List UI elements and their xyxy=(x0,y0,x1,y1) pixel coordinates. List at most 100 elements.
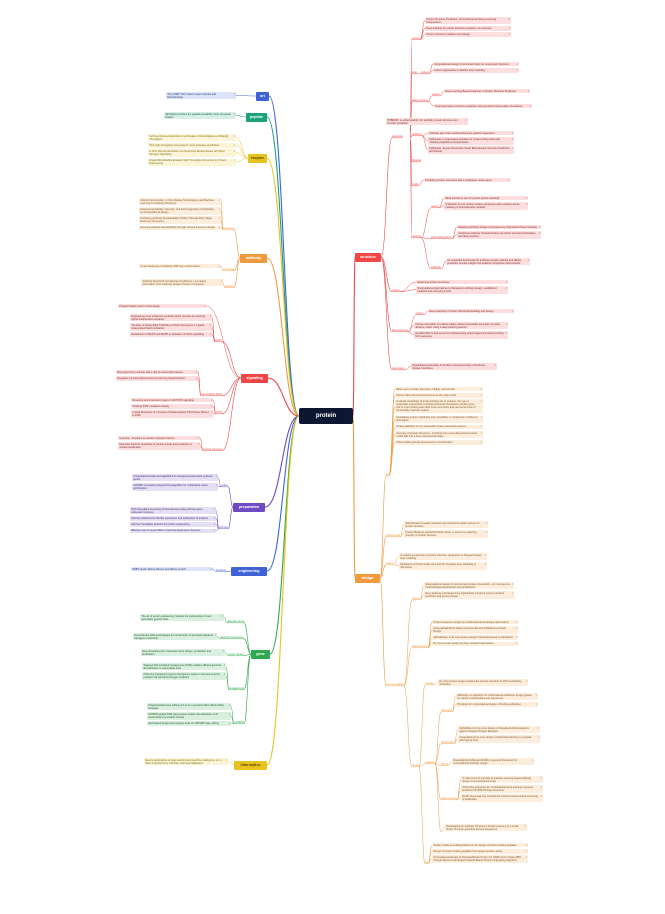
leaf-node[interactable]: PyRosetta: Jupyter Notebooks Teach Biomo… xyxy=(428,146,514,154)
branch-antibody[interactable]: antibody xyxy=(240,253,267,263)
sub-branch-label[interactable]: screening xyxy=(223,226,235,230)
link-icon[interactable]: ↗ xyxy=(210,398,213,402)
link-icon[interactable]: ↗ xyxy=(213,522,216,526)
leaf-node[interactable]: An expanded benchmark for antibody-antig… xyxy=(446,258,530,266)
link-icon[interactable]: ↗ xyxy=(465,118,468,122)
sub-branch-label[interactable]: information driven xyxy=(431,235,452,239)
leaf-node[interactable]: Protein Nano-Structured structures at th… xyxy=(395,393,483,398)
sub-branch-label[interactable]: OptMAVEn xyxy=(441,740,454,744)
link-icon[interactable]: ↗ xyxy=(215,474,218,478)
sub-branch-label[interactable]: board xyxy=(386,561,393,565)
link-icon[interactable]: ↗ xyxy=(210,404,213,408)
link-icon[interactable]: ↗ xyxy=(516,62,519,66)
leaf-node[interactable]: Deep learning for protein structure pred… xyxy=(425,26,511,31)
link-icon[interactable]: ↗ xyxy=(508,32,511,36)
sub-branch-label[interactable]: review xyxy=(412,36,420,40)
branch-art[interactable]: art xyxy=(256,91,269,101)
link-icon[interactable]: ↗ xyxy=(480,440,483,444)
link-icon[interactable]: ↗ xyxy=(228,703,231,707)
leaf-node[interactable]: Redesigning an antibody H3 loop by virtu… xyxy=(445,824,527,832)
leaf-node[interactable]: Design of protein binding peptides from … xyxy=(432,849,528,854)
sub-branch-label[interactable]: de novo design xyxy=(386,682,404,686)
link-icon[interactable]: ↗ xyxy=(233,134,236,138)
leaf-node[interactable]: Quantitative Description of Surface Comp… xyxy=(411,363,497,371)
sub-branch-label[interactable]: overlap xyxy=(425,681,434,685)
leaf-node[interactable]: The Role of Intracellular Trafficking of… xyxy=(130,323,212,331)
branch-design[interactable]: design xyxy=(355,573,380,583)
leaf-node[interactable]: Importins - functions as nuclear transpo… xyxy=(118,436,200,441)
leaf-node[interactable]: In Vitro Directed Evolution of a Restric… xyxy=(148,149,236,157)
sub-branch-label[interactable]: plasmid construction xyxy=(220,635,244,639)
leaf-node[interactable]: Reprogramming cell fate with a tool of t… xyxy=(116,370,198,375)
sub-branch-label[interactable]: review xyxy=(432,92,440,96)
branch-peptide[interactable]: peptide xyxy=(246,112,267,122)
sub-branch-label[interactable]: review xyxy=(421,70,429,74)
leaf-node[interactable]: Cell free Directed Evolution of a Protea… xyxy=(148,134,236,142)
link-icon[interactable]: ↗ xyxy=(233,149,236,153)
link-icon[interactable]: ↗ xyxy=(218,207,221,211)
link-icon[interactable]: ↗ xyxy=(538,225,541,229)
link-icon[interactable]: ↗ xyxy=(515,635,518,639)
link-icon[interactable]: ↗ xyxy=(535,693,538,697)
leaf-node[interactable]: Achieving completed regions of sequence … xyxy=(142,672,226,680)
leaf-node[interactable]: PyRosetta: a script-based interface for … xyxy=(428,137,514,145)
link-icon[interactable]: ↗ xyxy=(480,416,483,420)
link-icon[interactable]: ↗ xyxy=(209,314,212,318)
leaf-node[interactable]: DLAB: Deep learning methods for structur… xyxy=(461,794,543,802)
sub-branch-label[interactable]: deep learning xyxy=(392,328,408,332)
sub-branch-label[interactable]: loop xyxy=(412,70,417,74)
leaf-node[interactable]: Antibody side chain conformations are po… xyxy=(428,131,514,136)
sub-branch-label[interactable]: antibody xyxy=(425,760,435,764)
leaf-node[interactable]: Targeted AID-mediated mutagenesis (TAM) … xyxy=(142,663,226,671)
branch-preparation[interactable]: preparation xyxy=(233,502,265,512)
link-icon[interactable]: ↗ xyxy=(540,785,543,789)
link-icon[interactable]: ↗ xyxy=(540,794,543,798)
link-icon[interactable]: ↗ xyxy=(511,582,514,586)
link-icon[interactable]: ↗ xyxy=(233,112,236,116)
link-icon[interactable]: ↗ xyxy=(525,196,528,200)
leaf-node[interactable]: Using AlphaFold for Rapid and Accurate F… xyxy=(432,626,518,634)
leaf-node[interactable]: PDBBIND: a unified platform for antibody… xyxy=(386,118,468,126)
sub-branch-label[interactable]: Gibbs/Cloak xyxy=(386,533,401,537)
leaf-node[interactable]: Combined antibody characterization via c… xyxy=(457,231,541,239)
sub-branch-label[interactable]: art xyxy=(386,472,390,476)
link-icon[interactable]: ↗ xyxy=(515,642,518,646)
link-icon[interactable]: ↗ xyxy=(195,370,198,374)
sub-branch-label[interactable]: cell free xyxy=(219,525,229,529)
link-icon[interactable]: ↗ xyxy=(480,387,483,391)
leaf-node[interactable]: Improved protein structure prediction us… xyxy=(434,104,532,109)
link-icon[interactable]: ↗ xyxy=(535,702,538,706)
leaf-node[interactable]: A new clustering of antibody CDR loop co… xyxy=(139,264,221,269)
link-icon[interactable]: ↗ xyxy=(223,672,226,676)
link-icon[interactable]: ↗ xyxy=(213,516,216,520)
link-icon[interactable]: ↗ xyxy=(531,758,534,762)
leaf-node[interactable]: Protein folding blocks preserved by reco… xyxy=(395,440,483,445)
link-icon[interactable]: ↗ xyxy=(524,824,527,828)
leaf-node[interactable]: Tertiary motifs as building blocks for t… xyxy=(432,843,528,848)
link-icon[interactable]: ↗ xyxy=(538,231,541,235)
sub-branch-label[interactable]: epitope xyxy=(225,284,234,288)
link-icon[interactable]: ↗ xyxy=(218,198,221,202)
leaf-node[interactable]: Redefinition of MAPK and MAPK in activat… xyxy=(130,332,212,337)
link-icon[interactable]: ↗ xyxy=(213,529,216,533)
sub-branch-label[interactable]: nuclear transport xyxy=(203,447,223,451)
sub-branch-label[interactable]: deep learning xyxy=(412,644,428,648)
link-icon[interactable]: ↗ xyxy=(218,216,221,220)
link-icon[interactable]: ↗ xyxy=(529,104,532,108)
leaf-node[interactable]: Droplet Microfluidics Enabled High Throu… xyxy=(148,158,236,167)
link-icon[interactable]: ↗ xyxy=(210,567,213,571)
leaf-node[interactable]: A realistic perspective of protein struc… xyxy=(399,553,487,561)
leaf-node[interactable]: Deep Learning Based Advances in Protein … xyxy=(444,89,530,94)
sub-branch-label[interactable]: plasmid source xyxy=(227,619,245,623)
sub-branch-label[interactable]: literature xyxy=(216,568,227,572)
link-icon[interactable]: ↗ xyxy=(209,332,212,336)
sub-branch-label[interactable]: review xyxy=(416,311,424,315)
leaf-node[interactable]: Predicting Antibody Developability Profi… xyxy=(139,216,221,224)
sub-branch-label[interactable]: Notch xyxy=(215,338,222,342)
leaf-node[interactable]: Computational de novo design of antibodi… xyxy=(458,735,540,743)
leaf-node[interactable]: RosettaAntibodyDesign (RAbD): A general … xyxy=(452,758,534,766)
leaf-node[interactable]: High throughput screening of biomolecule… xyxy=(130,507,216,515)
sub-branch-label[interactable]: docking xyxy=(412,234,421,238)
link-icon[interactable]: ↗ xyxy=(484,553,487,557)
leaf-node[interactable]: Current approaches to flexible loop mode… xyxy=(433,68,519,73)
